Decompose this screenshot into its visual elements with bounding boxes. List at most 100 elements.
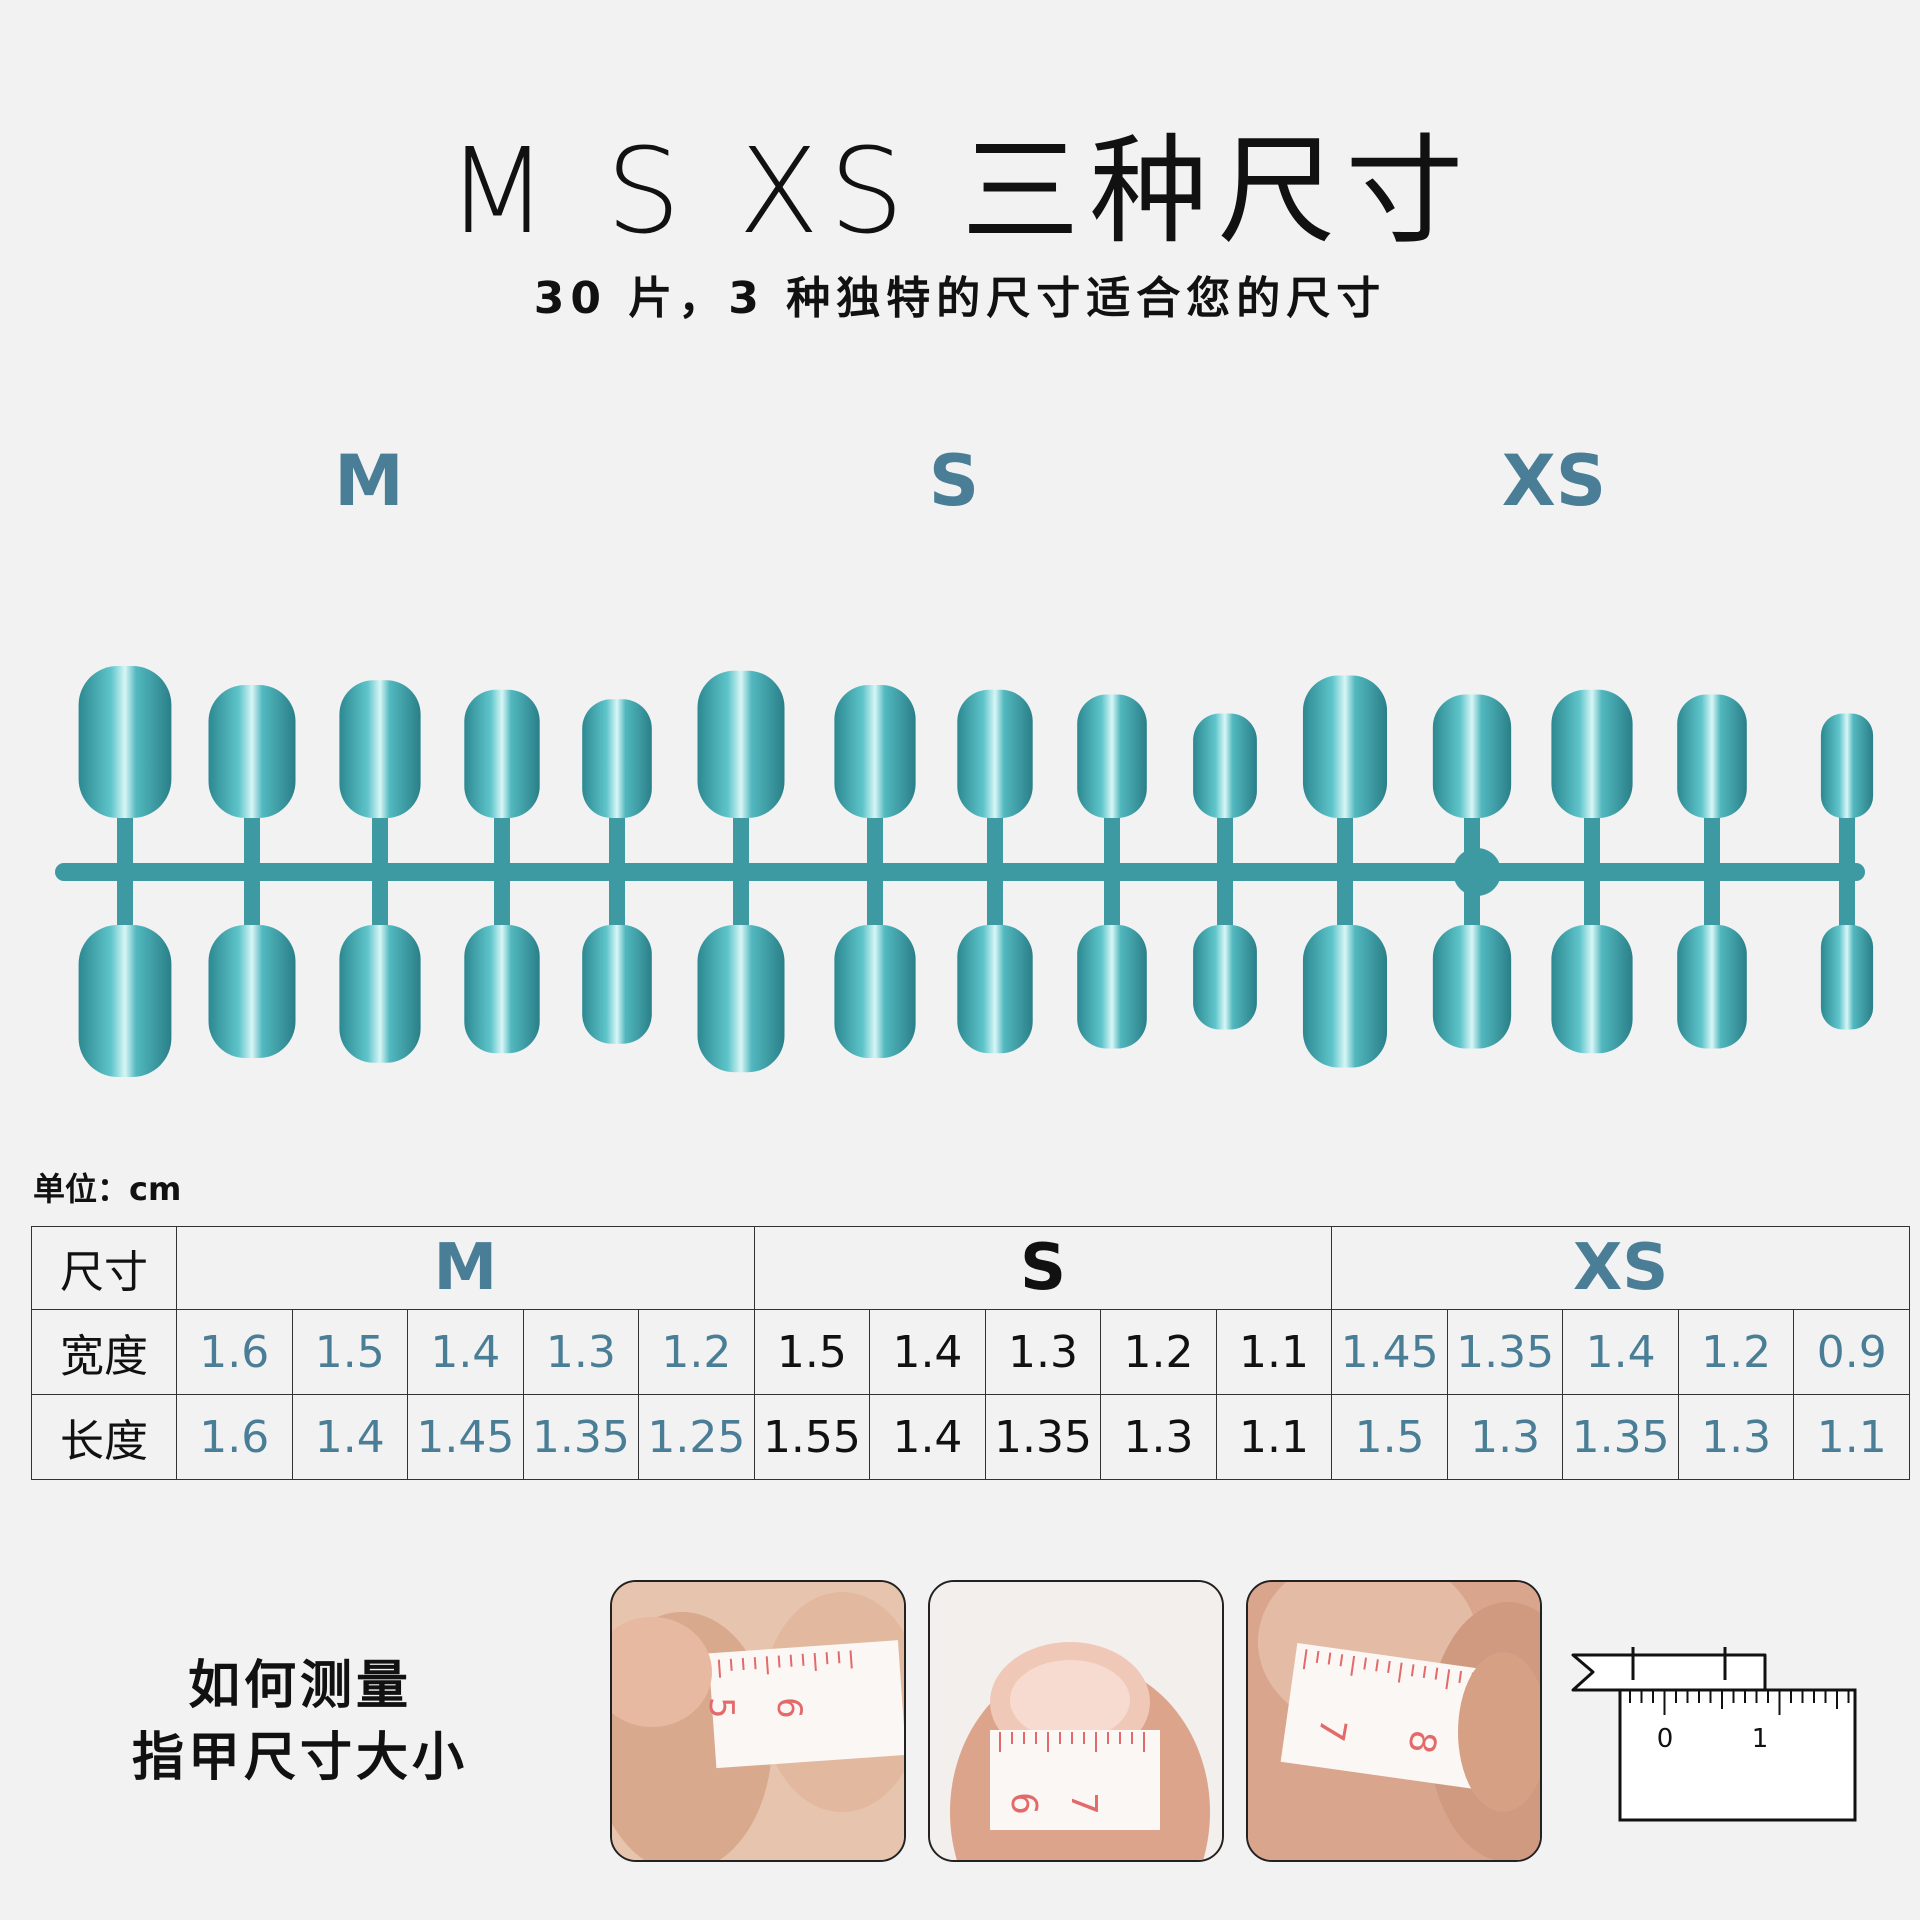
size-table: 尺寸 M S XS 宽度 1.6 1.5 1.4 1.3 1.2 1.5 1.4… — [31, 1226, 1910, 1480]
group-label-s: S — [928, 440, 980, 522]
tape-digit: 6 — [1003, 1792, 1044, 1815]
sprue-connector — [244, 815, 260, 930]
nail-tip — [1551, 925, 1633, 1054]
nail-tip — [582, 925, 652, 1044]
table-cell: 1.3 — [1446, 1394, 1564, 1480]
nail-tip — [1193, 925, 1257, 1030]
table-row-length: 长度 1.6 1.4 1.45 1.35 1.25 1.55 1.4 1.35 … — [31, 1394, 1910, 1480]
ruler-tick-label: 0 — [1657, 1724, 1674, 1754]
nail-tip — [582, 699, 652, 818]
table-cell: 1.4 — [1562, 1309, 1679, 1395]
group-label-xs: XS — [1501, 440, 1607, 522]
nail-tip — [1077, 694, 1147, 818]
ruler-tick-label: 1 — [1752, 1724, 1769, 1754]
how-to-line-2: 指甲尺寸大小 — [131, 1728, 468, 1788]
tape-digit: 6 — [769, 1697, 809, 1719]
nail-tip — [1820, 713, 1874, 818]
nail-tip — [1193, 713, 1257, 818]
sprue-connector — [867, 815, 883, 930]
table-cell: 1.5 — [1331, 1394, 1448, 1480]
table-cell: 1.3 — [1677, 1394, 1795, 1480]
nail-tip — [834, 925, 916, 1058]
table-group-xs: XS — [1331, 1226, 1910, 1310]
nail-tip — [1077, 925, 1147, 1049]
table-cell: 1.4 — [869, 1394, 986, 1480]
group-label-m: M — [334, 440, 404, 522]
nail-tip — [78, 666, 172, 818]
sprue-connector — [1464, 815, 1480, 930]
nail-tips-photo — [55, 666, 1874, 1077]
table-corner: 尺寸 — [31, 1226, 177, 1310]
table-cell: 1.5 — [291, 1309, 409, 1395]
table-cell: 1.5 — [753, 1309, 871, 1395]
nail-tip — [697, 670, 785, 818]
nail-tip — [208, 925, 296, 1058]
ruler-diagram: 0 1 — [1571, 1647, 1857, 1822]
table-header-row: 尺寸 M S XS — [31, 1226, 1910, 1310]
nail-tip — [78, 925, 172, 1077]
row-label-width: 宽度 — [31, 1309, 177, 1395]
tape-strip — [1571, 1653, 1767, 1692]
sprue-connector — [372, 815, 388, 930]
nail-tip — [208, 685, 296, 818]
nail-tip — [957, 689, 1033, 818]
table-cell: 1.3 — [1100, 1394, 1217, 1480]
sprue-connector — [733, 815, 749, 930]
nail-tip — [339, 925, 421, 1063]
group-braces — [0, 560, 1920, 620]
table-cell: 1.2 — [638, 1309, 755, 1395]
sprue-connector — [1839, 815, 1855, 930]
table-cell: 1.35 — [522, 1394, 640, 1480]
sprue-connector — [494, 815, 510, 930]
sprue-connector — [117, 815, 133, 930]
nail-tip — [1302, 675, 1388, 818]
thumb-tape-photo: 5 6 — [610, 1580, 906, 1862]
row-label-length: 长度 — [31, 1394, 177, 1480]
thumb-tape-illustration: 5 6 — [612, 1582, 904, 1860]
sprue-connector — [1704, 815, 1720, 930]
table-cell: 1.1 — [1215, 1394, 1333, 1480]
ruler-body — [1618, 1688, 1857, 1822]
page-subtitle: 30 片，3 种独特的尺寸适合您的尺寸 — [533, 273, 1387, 324]
table-cell: 1.1 — [1215, 1309, 1333, 1395]
nail-tip — [834, 685, 916, 818]
sprue-connector — [987, 815, 1003, 930]
nail-tip — [1551, 689, 1633, 818]
sprue-connector — [1104, 815, 1120, 930]
nail-tip — [1302, 925, 1388, 1068]
finger-tape-photo: 7 8 — [1246, 1580, 1542, 1862]
table-cell: 1.6 — [176, 1394, 293, 1480]
table-cell: 1.45 — [1331, 1309, 1448, 1395]
nail-tip — [1820, 925, 1874, 1030]
table-cell: 1.55 — [753, 1394, 871, 1480]
table-cell: 0.9 — [1793, 1309, 1910, 1395]
tape-digit: 7 — [1063, 1792, 1104, 1815]
nail-tip — [697, 925, 785, 1073]
nail-tip — [464, 925, 540, 1054]
nail-tip — [1432, 694, 1512, 818]
table-group-s: S — [753, 1226, 1333, 1310]
nail-tip — [1677, 694, 1747, 818]
nail-tape-illustration: 6 7 — [930, 1582, 1222, 1860]
nail-tip — [1677, 925, 1747, 1049]
table-cell: 1.6 — [176, 1309, 293, 1395]
unit-label: 单位：cm — [33, 1170, 182, 1208]
how-to-line-1: 如何测量 — [187, 1656, 412, 1716]
sprue-connector — [1584, 815, 1600, 930]
table-cell: 1.4 — [407, 1309, 524, 1395]
table-cell: 1.25 — [638, 1394, 755, 1480]
nail-tip — [339, 680, 421, 818]
nail-tip — [957, 925, 1033, 1054]
table-group-m: M — [176, 1226, 755, 1310]
table-cell: 1.45 — [407, 1394, 524, 1480]
table-cell: 1.35 — [984, 1394, 1102, 1480]
table-row-width: 宽度 1.6 1.5 1.4 1.3 1.2 1.5 1.4 1.3 1.2 1… — [31, 1309, 1910, 1395]
sprue-connector — [1217, 815, 1233, 930]
nail-tip — [464, 689, 540, 818]
nail-tape-photo: 6 7 — [928, 1580, 1224, 1862]
nail-tip — [1432, 925, 1512, 1049]
table-cell: 1.3 — [522, 1309, 640, 1395]
sprue-connector — [609, 815, 625, 930]
table-cell: 1.1 — [1793, 1394, 1910, 1480]
table-cell: 1.4 — [291, 1394, 409, 1480]
